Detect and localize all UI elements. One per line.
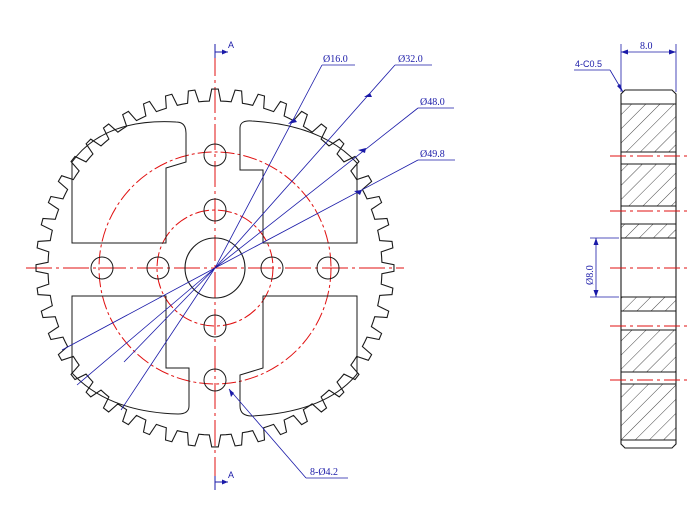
- dim-diameter-32: Ø32.0: [398, 54, 423, 65]
- dim-diameter-16: Ø16.0: [323, 54, 348, 65]
- window-upper-right: [239, 120, 358, 244]
- center-bore: [184, 237, 246, 299]
- gear-teeth-outline: [35, 88, 395, 448]
- pitch-circle-outer: [98, 151, 332, 385]
- dim-diameter-48: Ø48.0: [420, 97, 445, 108]
- side-center-lines: [610, 155, 688, 381]
- window-upper-left: [71, 121, 187, 244]
- dimension-leaders: [61, 64, 455, 479]
- dim-bore: Ø8.0: [585, 265, 596, 285]
- slot-hole-top-outer: [203, 143, 227, 167]
- hatched-sections: [621, 104, 676, 440]
- section-marker-top: A: [214, 40, 234, 58]
- side-feature-lines: [621, 103, 676, 441]
- dim-holes: 8-Ø4.2: [310, 467, 338, 478]
- window-lower-right: [239, 295, 358, 417]
- section-label-bottom: A: [228, 470, 234, 480]
- section-label-top: A: [228, 40, 234, 50]
- dim-diameter-49-8: Ø49.8: [420, 149, 445, 160]
- window-lower-left: [71, 295, 190, 415]
- side-section-view: 8.0 4-C0.5: [574, 41, 688, 449]
- bolt-circle: [156, 209, 274, 327]
- slot-hole-left-inner: [146, 256, 170, 280]
- section-marker-bottom: A: [214, 470, 234, 490]
- slot-hole-bottom-inner: [203, 314, 227, 338]
- dimension-arrows: [229, 93, 372, 397]
- dim-chamfer: 4-C0.5: [575, 59, 602, 69]
- dim-width: 8.0: [640, 41, 653, 52]
- slot-hole-left-outer: [90, 256, 114, 280]
- slot-hole-right-inner: [260, 256, 284, 280]
- slot-hole-bottom-outer: [203, 368, 227, 392]
- slot-hole-right-outer: [316, 256, 340, 280]
- front-view: A A: [26, 40, 455, 490]
- slot-hole-top-inner: [203, 198, 227, 222]
